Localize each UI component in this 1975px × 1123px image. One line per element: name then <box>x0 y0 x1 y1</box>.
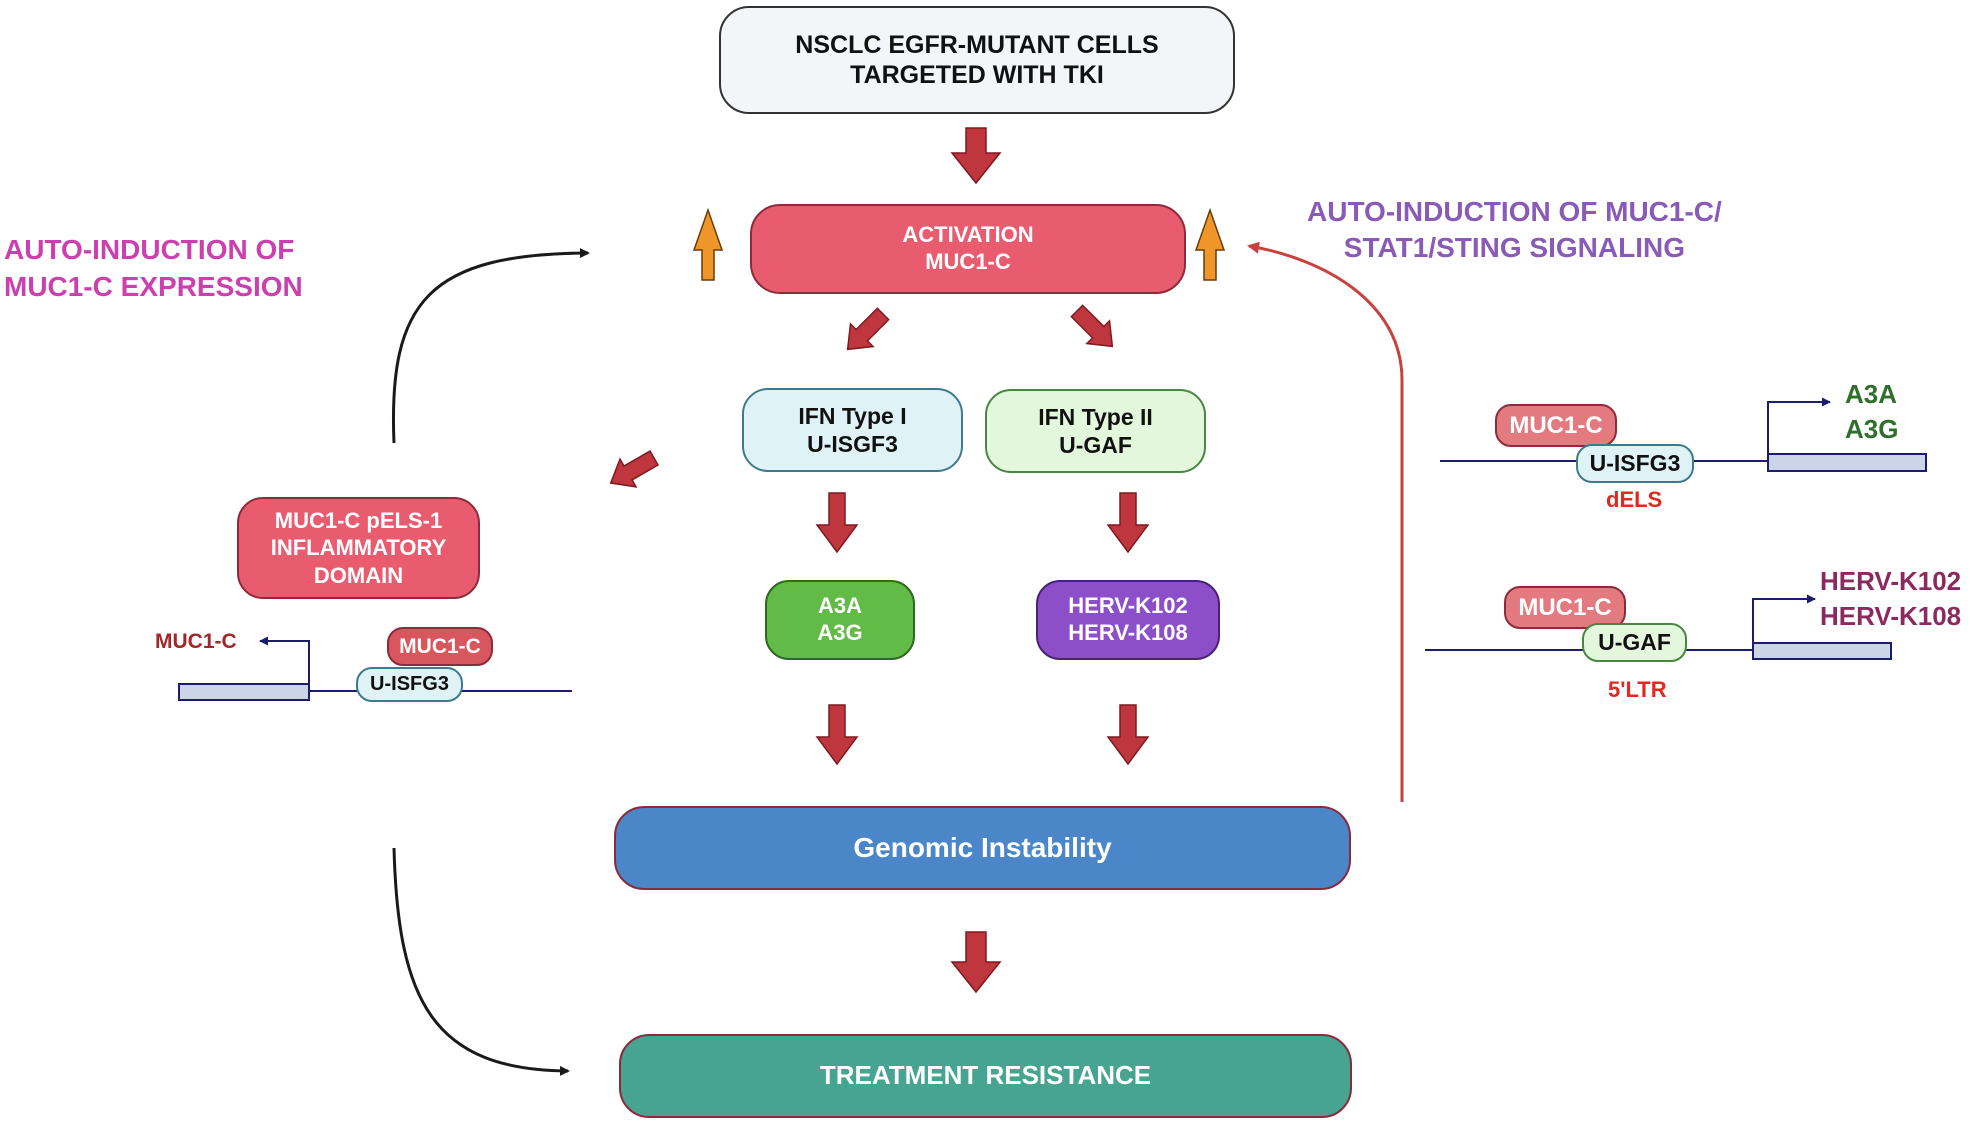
ifn-type1-line2: U-ISGF3 <box>807 431 898 457</box>
ifn-type2-line1: IFN Type II <box>1038 403 1153 430</box>
right2-output-line2: HERV-K108 <box>1820 600 1962 631</box>
pels1-domain-box: MUC1-C pELS-1 INFLAMMATORY DOMAIN <box>237 497 480 599</box>
egfr-cells-line2: TARGETED WITH TKI <box>850 61 1104 89</box>
left-heading: AUTO-INDUCTION OF MUC1-C EXPRESSION <box>4 232 303 306</box>
a3a-a3g-box: A3A A3G <box>765 580 915 660</box>
diag-arrow-to-pels <box>609 450 660 488</box>
down-arrow-ifn1 <box>815 492 859 554</box>
right2-output-line1: HERV-K102 <box>1820 566 1962 596</box>
down-arrow-ifn2 <box>1106 492 1150 554</box>
left-gene-output-label: MUC1-C <box>155 630 237 653</box>
treatment-resistance-box: TREATMENT RESISTANCE <box>619 1034 1352 1118</box>
ifn-type1-line1: IFN Type I <box>798 402 907 429</box>
pels1-line3: DOMAIN <box>313 562 404 588</box>
tss-arrow <box>259 636 310 691</box>
activation-line2: MUC1-C <box>925 249 1011 274</box>
left-feedback-curve <box>391 248 590 444</box>
right-heading-line1: AUTO-INDUCTION OF MUC1-C/ <box>1307 196 1722 227</box>
ifn-type2-line2: U-GAF <box>1059 432 1132 458</box>
tss-arrow <box>1752 594 1816 650</box>
tss-arrow <box>1767 397 1831 461</box>
left-u-isfg3-complex: U-ISFG3 <box>356 667 463 702</box>
genomic-instability-label: Genomic Instability <box>853 831 1112 863</box>
gene-body <box>178 683 310 701</box>
down-arrow-genomic <box>950 931 1002 994</box>
right-heading: AUTO-INDUCTION OF MUC1-C/ STAT1/STING SI… <box>1307 194 1722 267</box>
genomic-instability-box: Genomic Instability <box>614 806 1351 890</box>
right2-muc1c-factor: MUC1-C <box>1504 586 1626 629</box>
right-feedback-curve <box>1247 241 1404 802</box>
left-resistance-curve <box>392 847 570 1076</box>
left-heading-line2: MUC1-C EXPRESSION <box>4 270 303 302</box>
a3-line1: A3A <box>817 593 862 619</box>
right2-u-gaf-complex: U-GAF <box>1582 623 1687 662</box>
activation-line1: ACTIVATION <box>902 222 1034 248</box>
down-arrow-herv <box>1106 704 1150 766</box>
ifn-type1-box: IFN Type I U-ISGF3 <box>742 388 963 472</box>
diag-arrow-right <box>1070 304 1114 348</box>
right1-output-labels: A3A A3G <box>1845 377 1898 446</box>
herv-line2: HERV-K108 <box>1068 620 1188 645</box>
herv-line1: HERV-K102 <box>1068 593 1188 619</box>
right-heading-line2: STAT1/STING SIGNALING <box>1343 232 1685 264</box>
right2-ltr-element: 5'LTR <box>1608 677 1667 702</box>
a3-line2: A3G <box>817 620 863 645</box>
treatment-resistance-label: TREATMENT RESISTANCE <box>819 1060 1152 1091</box>
right1-output-line2: A3G <box>1845 413 1899 444</box>
right1-output-line1: A3A <box>1845 379 1898 409</box>
up-arrow-orange-right <box>1194 207 1226 281</box>
diag-arrow-left <box>846 307 890 351</box>
ifn-type2-box: IFN Type II U-GAF <box>985 389 1206 473</box>
herv-box: HERV-K102 HERV-K108 <box>1036 580 1220 660</box>
left-heading-line1: AUTO-INDUCTION OF <box>4 234 295 265</box>
activation-muc1c-box: ACTIVATION MUC1-C <box>750 204 1186 294</box>
down-arrow-top <box>950 127 1002 185</box>
right1-muc1c-factor: MUC1-C <box>1495 404 1617 447</box>
right1-u-isfg3-complex: U-ISFG3 <box>1576 444 1694 483</box>
egfr-cells-line1: NSCLC EGFR-MUTANT CELLS <box>795 30 1159 59</box>
egfr-cells-box: NSCLC EGFR-MUTANT CELLS TARGETED WITH TK… <box>719 6 1235 114</box>
up-arrow-orange-left <box>692 207 724 281</box>
left-muc1c-factor: MUC1-C <box>387 627 493 666</box>
gene-body <box>1752 642 1892 660</box>
down-arrow-a3 <box>815 704 859 766</box>
right2-output-labels: HERV-K102 HERV-K108 <box>1820 564 1961 633</box>
gene-body <box>1767 453 1927 472</box>
pels1-line2: INFLAMMATORY <box>270 535 447 561</box>
pels1-line1: MUC1-C pELS-1 <box>274 507 443 533</box>
right1-dels-element: dELS <box>1606 487 1663 512</box>
